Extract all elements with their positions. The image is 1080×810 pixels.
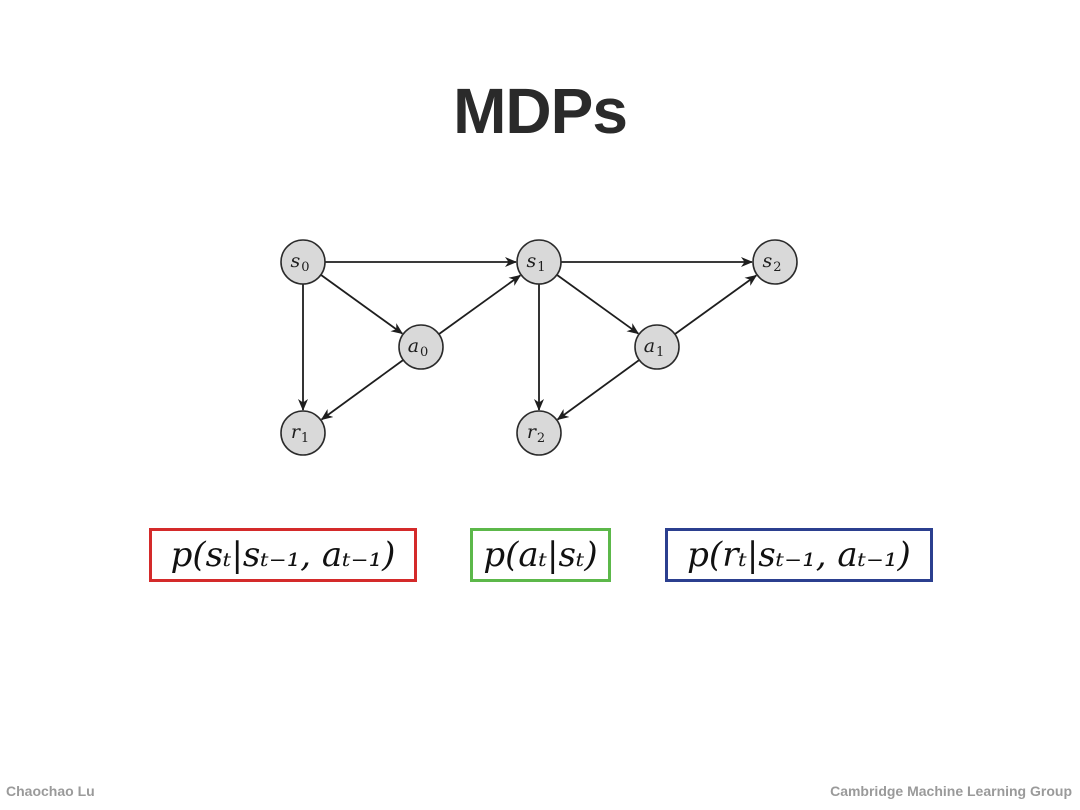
node-label-s2: s2 xyxy=(762,250,781,275)
node-circle-s2 xyxy=(752,239,798,285)
node-a1: a1 xyxy=(634,324,680,370)
node-s1: s1 xyxy=(516,239,562,285)
node-circle-a0 xyxy=(398,324,444,370)
reward-probability-box: p(rₜ|sₜ₋₁, aₜ₋₁) xyxy=(665,528,933,582)
node-r2: r2 xyxy=(516,410,562,456)
nodes-layer: s0 s1 s2 a0 a1 r1 r2 xyxy=(280,239,798,456)
node-circle-s1 xyxy=(516,239,562,285)
node-r1: r1 xyxy=(280,410,326,456)
node-circle-s0 xyxy=(280,239,326,285)
edge-a0-to-s1 xyxy=(438,274,522,335)
node-circle-a1 xyxy=(634,324,680,370)
slide-title: MDPs xyxy=(453,75,628,147)
policy-probability-formula: p(aₜ|sₜ) xyxy=(483,535,598,575)
author-name: Chaochao Lu xyxy=(6,783,95,799)
edge-s1-to-a1 xyxy=(556,274,640,335)
edge-s0-to-a0 xyxy=(320,274,404,335)
node-a0: a0 xyxy=(398,324,444,370)
node-label-s1: s1 xyxy=(526,250,545,275)
node-s2: s2 xyxy=(752,239,798,285)
node-label-s0: s0 xyxy=(290,250,309,275)
reward-probability-formula: p(rₜ|sₜ₋₁, aₜ₋₁) xyxy=(687,535,911,575)
node-label-r2: r2 xyxy=(527,421,545,446)
edge-a0-to-r1 xyxy=(320,359,404,421)
transition-probability-box: p(sₜ|sₜ₋₁, aₜ₋₁) xyxy=(149,528,417,582)
transition-probability-formula: p(sₜ|sₜ₋₁, aₜ₋₁) xyxy=(170,535,396,575)
edges-layer xyxy=(298,257,758,421)
node-s0: s0 xyxy=(280,239,326,285)
group-name: Cambridge Machine Learning Group xyxy=(830,783,1072,799)
edge-a1-to-s2 xyxy=(674,274,758,335)
node-label-r1: r1 xyxy=(291,421,309,446)
policy-probability-box: p(aₜ|sₜ) xyxy=(470,528,611,582)
edge-a1-to-r2 xyxy=(556,359,640,421)
node-circle-r2 xyxy=(516,410,562,456)
node-label-a1: a1 xyxy=(644,335,665,360)
node-label-a0: a0 xyxy=(408,335,429,360)
node-circle-r1 xyxy=(280,410,326,456)
